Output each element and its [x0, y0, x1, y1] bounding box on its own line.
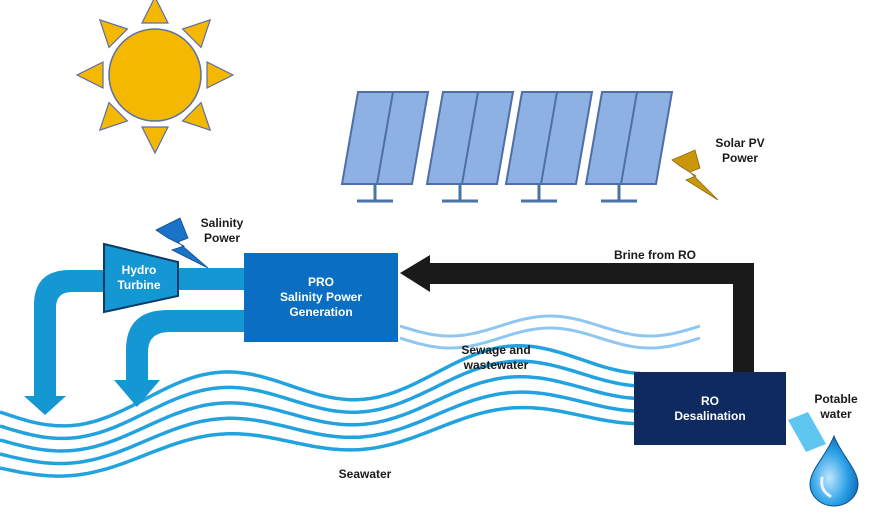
ro-box	[634, 372, 786, 445]
seawater-waves	[0, 344, 641, 478]
sewage-wave	[399, 326, 701, 350]
solar-panel-icon	[340, 91, 674, 203]
solar-panel	[584, 91, 674, 203]
sun-ray	[141, 126, 169, 155]
seawater-wave	[0, 344, 641, 428]
sun-icon	[75, 0, 235, 155]
seawater-wave	[0, 390, 641, 466]
brine-pipe	[400, 255, 754, 378]
seawater-wave	[0, 374, 641, 453]
sun-ray	[206, 61, 235, 89]
brine-label: Brine from RO	[613, 248, 696, 262]
pro-box	[244, 253, 398, 342]
brine-outflow-pipes	[24, 268, 248, 415]
sewage-waves	[399, 314, 701, 350]
solar-panel	[340, 91, 430, 203]
sun-ray	[75, 61, 104, 89]
sun-ray	[181, 18, 212, 49]
sun-ray	[141, 0, 169, 24]
seawater-wave	[0, 405, 640, 478]
sun-ray	[98, 101, 129, 132]
solar-panel	[425, 91, 515, 203]
sun-ray	[181, 101, 212, 132]
sun-ray	[98, 18, 129, 49]
seawater-wave	[0, 359, 641, 441]
hydro-turbine	[103, 242, 179, 314]
seawater-label: Seawater	[338, 467, 392, 481]
solar-panel	[504, 91, 594, 203]
solar-lightning-icon	[671, 149, 719, 201]
sewage-wave	[399, 314, 701, 338]
potable-pipe	[788, 412, 826, 452]
